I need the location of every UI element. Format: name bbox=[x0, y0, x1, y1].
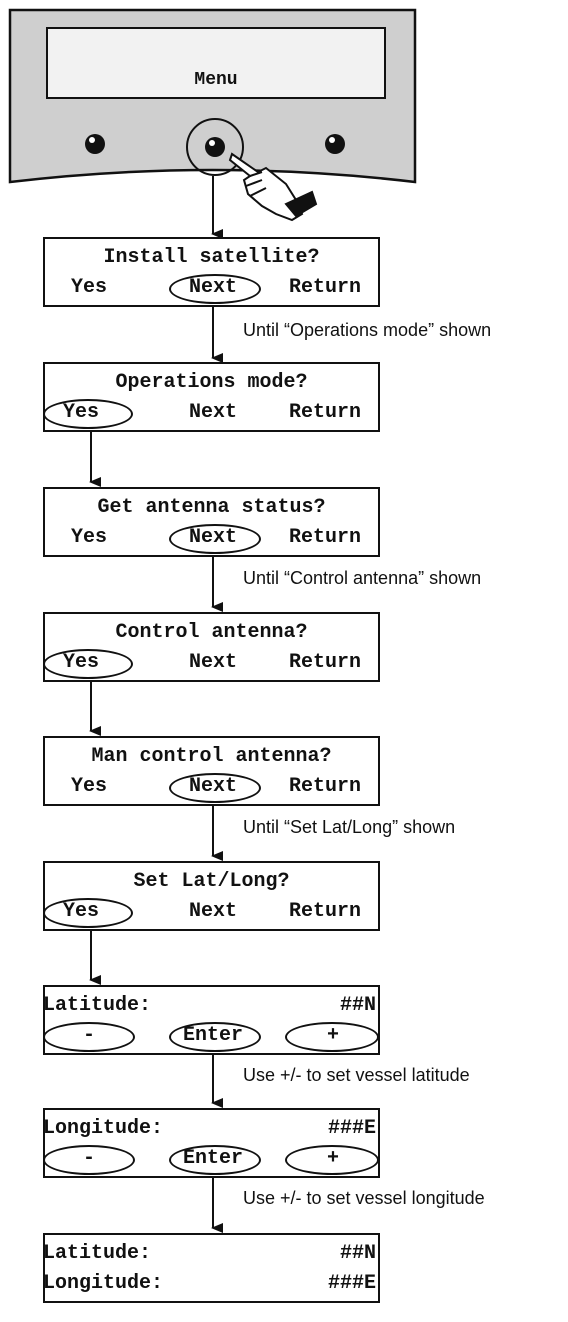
minus-button[interactable] bbox=[43, 1022, 135, 1052]
plus-button[interactable] bbox=[285, 1145, 379, 1175]
screen-latitude-entry: Latitude: ##N - Enter + bbox=[43, 985, 380, 1055]
screen-prompt: Operations mode? bbox=[115, 371, 308, 394]
yes-option[interactable]: Yes bbox=[63, 900, 100, 923]
minus-label: - bbox=[83, 1024, 96, 1047]
screen-control-antenna: Control antenna? Yes Next Return bbox=[43, 612, 380, 682]
return-option[interactable]: Return bbox=[289, 775, 362, 798]
yes-option[interactable]: Yes bbox=[71, 775, 108, 798]
knob-left-icon bbox=[85, 134, 105, 154]
knob-center-icon bbox=[205, 137, 225, 157]
screen-prompt: Man control antenna? bbox=[91, 745, 332, 768]
screen-prompt: Control antenna? bbox=[115, 621, 308, 644]
next-option[interactable]: Next bbox=[189, 651, 238, 674]
selection-oval bbox=[169, 524, 261, 554]
note-set-longitude: Use +/- to set vessel longitude bbox=[243, 1188, 485, 1208]
selection-oval bbox=[43, 649, 133, 679]
device-screen: Menu bbox=[46, 27, 386, 99]
plus-label: + bbox=[327, 1024, 340, 1047]
screen-lat-long-result: Latitude: ##N Longitude: ###E bbox=[43, 1233, 380, 1303]
plus-label: + bbox=[327, 1147, 340, 1170]
note-until-set-lat-long: Until “Set Lat/Long” shown bbox=[243, 817, 456, 837]
return-option[interactable]: Return bbox=[289, 401, 362, 424]
screen-man-control-antenna: Man control antenna? Yes Next Return bbox=[43, 736, 380, 806]
knob-right-icon bbox=[325, 134, 345, 154]
result-longitude-label: Longitude: bbox=[43, 1272, 164, 1295]
screen-prompt: Set Lat/Long? bbox=[133, 870, 290, 893]
screen-prompt: Install satellite? bbox=[103, 246, 320, 269]
return-option[interactable]: Return bbox=[289, 276, 362, 299]
minus-label: - bbox=[83, 1147, 96, 1170]
latitude-value: ##N bbox=[339, 994, 376, 1017]
screen-prompt: Get antenna status? bbox=[97, 496, 326, 519]
selection-oval bbox=[169, 773, 261, 803]
pointing-hand-icon bbox=[228, 152, 318, 222]
return-option[interactable]: Return bbox=[289, 651, 362, 674]
latitude-label: Latitude: bbox=[43, 994, 152, 1017]
result-latitude-value: ##N bbox=[339, 1242, 376, 1265]
note-until-operations: Until “Operations mode” shown bbox=[243, 320, 492, 340]
enter-button[interactable] bbox=[169, 1145, 261, 1175]
result-latitude-label: Latitude: bbox=[43, 1242, 152, 1265]
return-option[interactable]: Return bbox=[289, 900, 362, 923]
selection-oval bbox=[43, 898, 133, 928]
next-option[interactable]: Next bbox=[189, 526, 238, 549]
next-option[interactable]: Next bbox=[189, 401, 238, 424]
return-option[interactable]: Return bbox=[289, 526, 362, 549]
screen-get-antenna-status: Get antenna status? Yes Next Return bbox=[43, 487, 380, 557]
yes-option[interactable]: Yes bbox=[63, 651, 100, 674]
enter-label: Enter bbox=[183, 1147, 244, 1170]
screen-longitude-entry: Longitude: ###E - Enter + bbox=[43, 1108, 380, 1178]
next-option[interactable]: Next bbox=[189, 775, 238, 798]
result-longitude-value: ###E bbox=[327, 1272, 376, 1295]
selection-circle bbox=[186, 118, 244, 176]
longitude-label: Longitude: bbox=[43, 1117, 164, 1140]
screen-set-lat-long: Set Lat/Long? Yes Next Return bbox=[43, 861, 380, 931]
longitude-value: ###E bbox=[327, 1117, 376, 1140]
selection-oval bbox=[43, 399, 133, 429]
yes-option[interactable]: Yes bbox=[71, 526, 108, 549]
yes-option[interactable]: Yes bbox=[63, 401, 100, 424]
device-screen-text: Menu bbox=[194, 70, 238, 90]
note-set-latitude: Use +/- to set vessel latitude bbox=[243, 1065, 470, 1085]
note-until-control-antenna: Until “Control antenna” shown bbox=[243, 568, 482, 588]
enter-button[interactable] bbox=[169, 1022, 261, 1052]
minus-button[interactable] bbox=[43, 1145, 135, 1175]
next-option[interactable]: Next bbox=[189, 276, 238, 299]
next-option[interactable]: Next bbox=[189, 900, 238, 923]
enter-label: Enter bbox=[183, 1024, 244, 1047]
plus-button[interactable] bbox=[285, 1022, 379, 1052]
screen-operations-mode: Operations mode? Yes Next Return bbox=[43, 362, 380, 432]
yes-option[interactable]: Yes bbox=[71, 276, 108, 299]
screen-install-satellite: Install satellite? Yes Next Return bbox=[43, 237, 380, 307]
selection-oval bbox=[169, 274, 261, 304]
